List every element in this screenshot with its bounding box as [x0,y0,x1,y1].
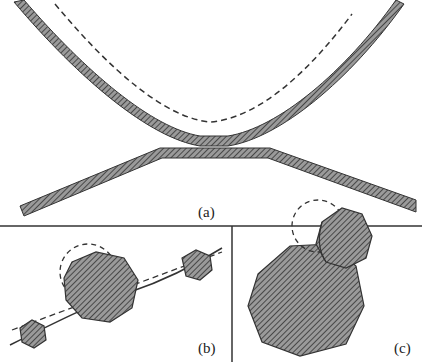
panel-label: (a) [196,204,217,221]
contact-surface [20,148,416,216]
particle [64,252,138,322]
panel-label: (b) [196,340,218,357]
particle [182,250,212,280]
panel-label: (c) [392,340,413,357]
curved-surface [14,0,404,146]
panel-divider [231,226,233,362]
particle [20,320,46,348]
overlap-edge [319,222,326,262]
particle [316,208,372,268]
dashed-outline [55,4,352,122]
